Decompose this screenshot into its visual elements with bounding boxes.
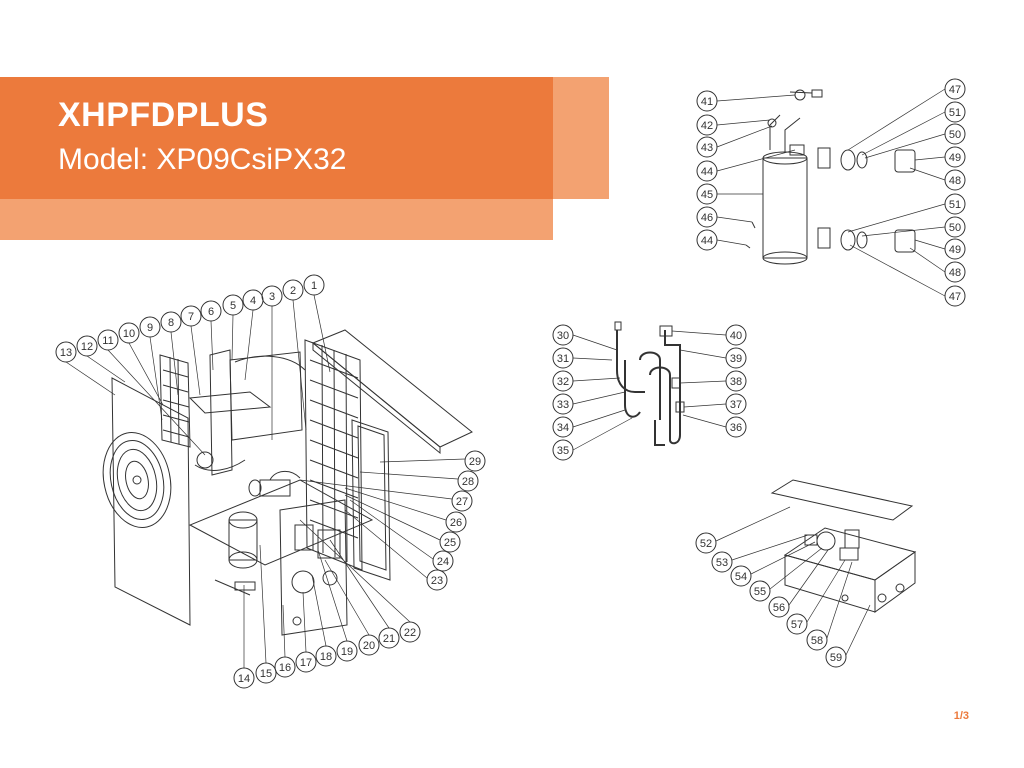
svg-text:2: 2 [290, 285, 296, 297]
svg-text:50: 50 [949, 222, 961, 234]
svg-text:5: 5 [230, 300, 236, 312]
svg-text:17: 17 [300, 657, 312, 669]
svg-text:18: 18 [320, 651, 332, 663]
svg-text:27: 27 [456, 496, 468, 508]
pipes-drawing [614, 321, 685, 446]
svg-text:45: 45 [701, 189, 713, 201]
svg-text:22: 22 [404, 627, 416, 639]
svg-text:33: 33 [557, 399, 569, 411]
electrical-box-callouts: 52 53 54 55 56 57 58 59 [695, 506, 871, 668]
svg-text:37: 37 [730, 399, 742, 411]
svg-text:30: 30 [557, 330, 569, 342]
svg-text:48: 48 [949, 267, 961, 279]
pipes-callouts: 30 31 32 33 34 35 40 39 38 37 36 [552, 324, 747, 461]
svg-text:14: 14 [238, 673, 250, 685]
svg-text:28: 28 [462, 476, 474, 488]
brand-title: XHPFDPLUS [58, 96, 269, 134]
main-unit-callouts: 1 2 3 4 5 6 7 8 9 10 11 12 13 14 15 16 1… [55, 274, 486, 689]
svg-text:43: 43 [701, 142, 713, 154]
svg-text:54: 54 [735, 571, 747, 583]
svg-text:50: 50 [949, 129, 961, 141]
svg-text:21: 21 [383, 633, 395, 645]
svg-text:7: 7 [188, 311, 194, 323]
svg-text:29: 29 [469, 456, 481, 468]
svg-text:3: 3 [269, 291, 275, 303]
svg-text:31: 31 [557, 353, 569, 365]
svg-text:9: 9 [147, 322, 153, 334]
tank-drawing [745, 89, 916, 265]
svg-text:4: 4 [250, 295, 256, 307]
title-banner-band [0, 199, 553, 240]
svg-text:10: 10 [123, 328, 135, 340]
svg-text:32: 32 [557, 376, 569, 388]
svg-text:39: 39 [730, 353, 742, 365]
callout-label: 1 [311, 280, 317, 292]
svg-text:11: 11 [102, 335, 113, 347]
svg-text:42: 42 [701, 120, 713, 132]
svg-text:38: 38 [730, 376, 742, 388]
svg-text:49: 49 [949, 244, 961, 256]
svg-text:46: 46 [701, 212, 713, 224]
svg-text:23: 23 [431, 575, 443, 587]
svg-text:51: 51 [949, 199, 961, 211]
svg-text:34: 34 [557, 422, 569, 434]
svg-text:36: 36 [730, 422, 742, 434]
svg-text:19: 19 [341, 646, 353, 658]
tank-callouts: 41 42 43 44 45 46 44 47 51 50 49 48 51 5… [696, 78, 966, 307]
svg-text:58: 58 [811, 635, 823, 647]
svg-text:20: 20 [363, 640, 375, 652]
main-unit-drawing [102, 329, 473, 636]
svg-text:35: 35 [557, 445, 569, 457]
svg-text:55: 55 [754, 586, 766, 598]
electrical-box-drawing [770, 479, 917, 613]
svg-text:16: 16 [279, 662, 291, 674]
svg-text:44: 44 [701, 166, 713, 178]
svg-text:13: 13 [60, 347, 72, 359]
svg-text:12: 12 [81, 341, 93, 353]
svg-text:51: 51 [949, 107, 961, 119]
svg-text:26: 26 [450, 517, 462, 529]
svg-text:52: 52 [700, 538, 712, 550]
svg-text:40: 40 [730, 330, 742, 342]
svg-text:6: 6 [208, 306, 214, 318]
svg-text:24: 24 [437, 556, 449, 568]
svg-text:41: 41 [701, 96, 713, 108]
model-title: Model: XP09CsiPX32 [58, 143, 347, 176]
svg-text:8: 8 [168, 317, 174, 329]
svg-text:53: 53 [716, 557, 728, 569]
svg-text:57: 57 [791, 619, 803, 631]
svg-text:44: 44 [701, 235, 713, 247]
svg-text:47: 47 [949, 291, 961, 303]
svg-text:49: 49 [949, 152, 961, 164]
title-banner-accent [553, 77, 609, 199]
svg-text:48: 48 [949, 175, 961, 187]
svg-text:25: 25 [444, 537, 456, 549]
svg-text:15: 15 [260, 668, 272, 680]
svg-text:59: 59 [830, 652, 842, 664]
page-number: 1/3 [953, 710, 969, 722]
svg-text:56: 56 [773, 602, 785, 614]
svg-text:47: 47 [949, 84, 961, 96]
